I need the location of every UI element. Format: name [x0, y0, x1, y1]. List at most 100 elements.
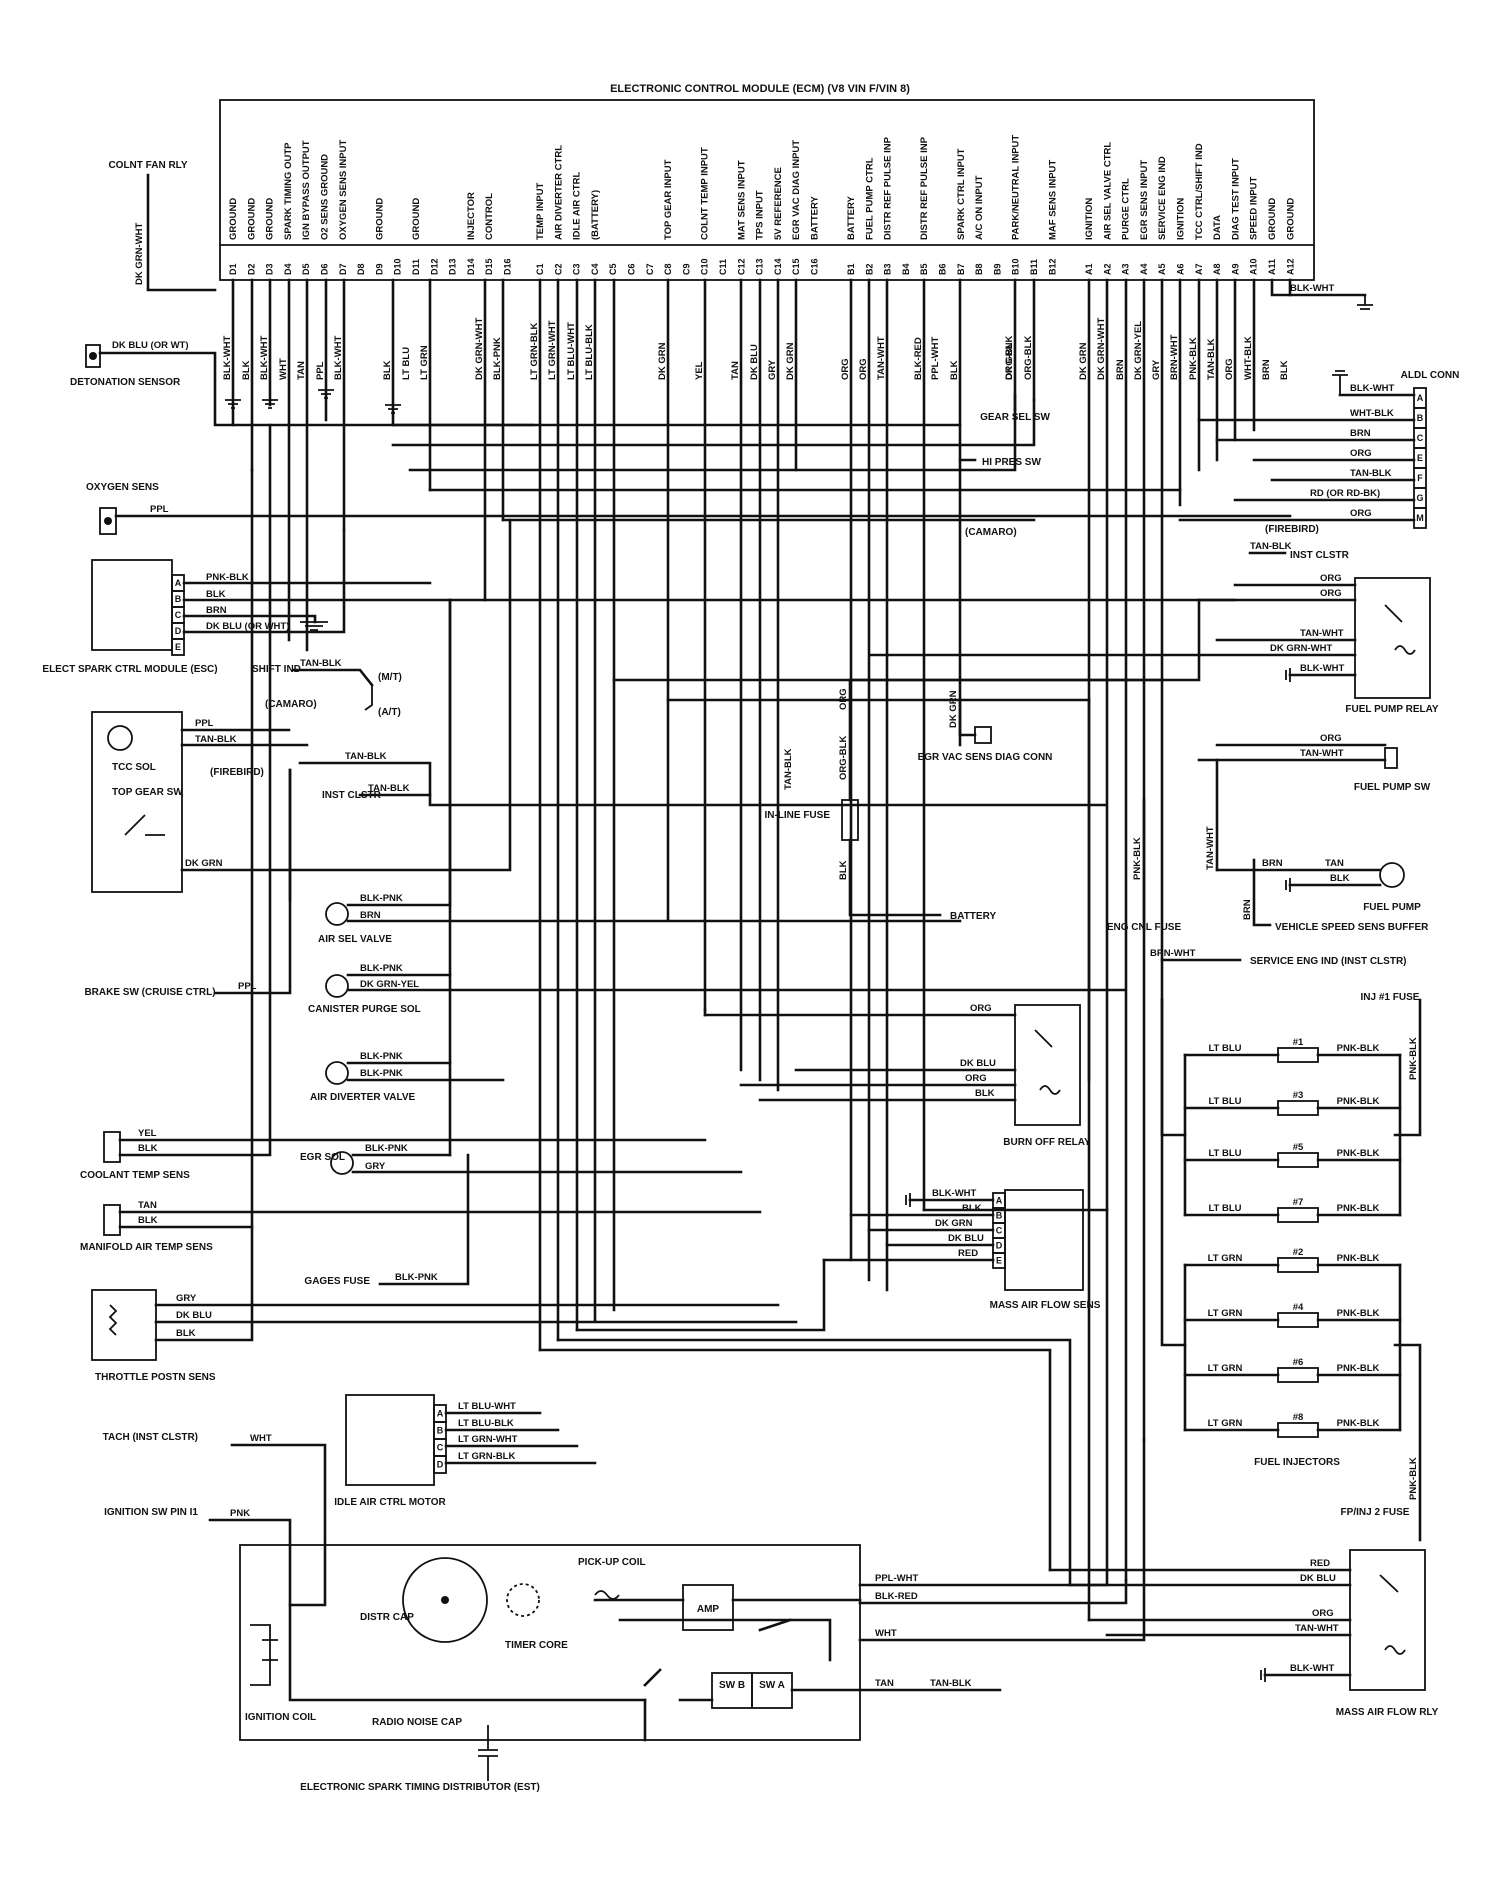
egr-sol-label: EGR SOL	[300, 1152, 345, 1163]
burn-off-relay-icon	[1034, 1029, 1061, 1095]
esc-pin-e-box	[171, 638, 185, 656]
ecm-pin-b1: B1	[846, 263, 856, 275]
egr-sol-icon	[330, 1151, 354, 1175]
aldl-wire-label-0: BLK-WHT	[1350, 383, 1395, 394]
esc-module-label: ELECT SPARK CTRL MODULE (ESC)	[42, 664, 217, 675]
ecm-wire-label-14: LT BLU-WHT	[566, 322, 577, 380]
ecm-pin-b3: B3	[883, 263, 893, 275]
blk-vertical-label: BLK	[838, 860, 849, 880]
injector-feed-label-3: LT BLU	[1208, 1148, 1241, 1159]
ecm-wire-label-13: LT GRN-WHT	[547, 320, 558, 380]
aldl-wire-label-5: RD (OR RD-BK)	[1310, 488, 1380, 499]
ecm-signal-c8: TOP GEAR INPUT	[663, 159, 674, 240]
ecm-wire-label-6: BLK-WHT	[333, 335, 344, 380]
esc-ground-icon	[300, 621, 328, 631]
fuel-pump-relay-ground-icon	[1285, 668, 1291, 682]
fuel-injectors-label: FUEL INJECTORS	[1254, 1457, 1340, 1468]
relay-wire-label-0: ORG	[1320, 573, 1342, 584]
ecm-wire-label-27: BLK	[949, 360, 960, 380]
mafrly-wire-label-3: TAN-WHT	[1295, 1623, 1339, 1634]
ecm-signal-b3: DISTR REF PULSE INP	[883, 136, 894, 240]
ecm-signal-a1: IGNITION	[1084, 198, 1095, 240]
ecm-signal-d1: GROUND	[228, 198, 239, 240]
shift-ind-wire	[292, 668, 374, 687]
ecm-signal-b5: DISTR REF PULSE INP	[919, 136, 930, 240]
ecm-signal-b12: MAF SENS INPUT	[1047, 160, 1058, 240]
ecm-wire-label-35: BRN-WHT	[1169, 334, 1180, 380]
inj-fuse-wire	[1393, 998, 1422, 1137]
colnt-fan-rly-label: COLNT FAN RLY	[108, 160, 187, 171]
ecm-signal-d3: GROUND	[265, 198, 276, 240]
distr-cap-label: DISTR CAP	[360, 1612, 414, 1623]
ecm-pin-d11: D11	[411, 259, 421, 275]
ecm-wire-label-11: BLK-PNK	[492, 337, 503, 380]
injector-feed-label-4: LT BLU	[1208, 1203, 1241, 1214]
ecm-pin-b10: B10	[1011, 258, 1021, 275]
ecm-wire-label-32: BRN	[1115, 359, 1126, 380]
esc-wire-label-0: PNK-BLK	[206, 572, 249, 583]
oxygen-sens-label: OXYGEN SENS	[86, 482, 159, 493]
fuel-pump-relay-icon	[1384, 604, 1416, 655]
ecm-signal-a6: IGNITION	[1176, 198, 1187, 240]
ecm-pin-d3: D3	[265, 263, 275, 275]
radio-noise-cap-label: RADIO NOISE CAP	[372, 1717, 462, 1728]
ecm-pin-c6: C6	[627, 263, 637, 275]
dist-wire-label-1: BLK-RED	[875, 1591, 918, 1602]
ecm-pin-d2: D2	[246, 263, 256, 275]
camaro-label-right: (CAMARO)	[965, 527, 1017, 538]
air-sel-wire-label-1: BRN	[360, 910, 381, 921]
tach-wire	[230, 1443, 327, 1547]
maf-wires	[822, 1198, 995, 1262]
ecm-pin-b6: B6	[938, 263, 948, 275]
canister-purge-sol-label: CANISTER PURGE SOL	[308, 1004, 421, 1015]
ecm-wire-label-19: DK BLU	[749, 344, 760, 380]
ecm-pin-a5: A5	[1157, 263, 1167, 275]
fuel-pump-icon	[1379, 862, 1405, 888]
coolant-temp-sens-body	[103, 1131, 121, 1163]
ecm-wire-label-22: ORG	[840, 358, 851, 380]
ecm-signal-c12: MAT SENS INPUT	[736, 160, 747, 240]
ecm-signal-c2: AIR DIVERTER CTRL	[553, 145, 564, 240]
distributor-box	[239, 1544, 861, 1741]
pump-wire-label-1: TAN	[1325, 858, 1344, 869]
ecm-pin-a7: A7	[1194, 263, 1204, 275]
manifold-air-temp-sens-body	[103, 1204, 121, 1236]
battery-label: BATTERY	[950, 911, 996, 922]
pickup-coil-label: PICK-UP COIL	[578, 1557, 646, 1568]
mat-wire-label-1: BLK	[138, 1215, 158, 1226]
ecm-pin-b5: B5	[919, 263, 929, 275]
egr-diag-wire	[958, 698, 977, 737]
injector-feed-label-2: LT BLU	[1208, 1096, 1241, 1107]
coolant-temp-sens-label: COOLANT TEMP SENS	[80, 1170, 190, 1181]
injector-label-4: #7	[1293, 1197, 1304, 1208]
ecm-wire-label-30: DK GRN	[1078, 342, 1089, 380]
amp-box	[682, 1584, 734, 1631]
mass-air-flow-rly-box	[1349, 1549, 1426, 1691]
ecm-pin-c11: C11	[718, 259, 728, 275]
ecm-wire-label-4: TAN	[296, 361, 307, 380]
throttle-postn-sens-box	[91, 1289, 157, 1361]
firebird-label-right: (FIREBIRD)	[1265, 524, 1319, 535]
iac-pin-a: A	[437, 1409, 444, 1419]
throttle-postn-resistor-icon	[108, 1304, 118, 1336]
battery-wire	[848, 678, 942, 917]
maf-wire-label-3: DK BLU	[948, 1233, 984, 1244]
injector-supply-label-4: PNK-BLK	[1337, 1203, 1380, 1214]
ecm-pin-c13: C13	[755, 258, 765, 275]
ignition-coil-label: IGNITION COIL	[245, 1712, 316, 1723]
aldl-pin-m-box	[1413, 507, 1427, 529]
injector-feed-label-5: LT GRN	[1208, 1253, 1243, 1264]
oxygen-wire-label: PPL	[150, 504, 169, 515]
ecm-pin-c16: C16	[810, 258, 820, 275]
ecm-signal-b1: BATTERY	[846, 196, 857, 240]
brake-wire-label: PPL	[238, 981, 257, 992]
ecm-signal-d4: SPARK TIMING OUTP	[283, 142, 294, 240]
fuel-pump-sw-label: FUEL PUMP SW	[1354, 782, 1431, 793]
iac-pin-d-box	[433, 1455, 447, 1474]
ecm-signal-c13: TPS INPUT	[755, 190, 766, 240]
burn-wire-label-2: ORG	[965, 1073, 987, 1084]
inst-clstr-label-left: INST CLSTR	[322, 790, 382, 801]
relay-wire-label-3: DK GRN-WHT	[1270, 643, 1332, 654]
air-diverter-valve-label: AIR DIVERTER VALVE	[310, 1092, 416, 1103]
